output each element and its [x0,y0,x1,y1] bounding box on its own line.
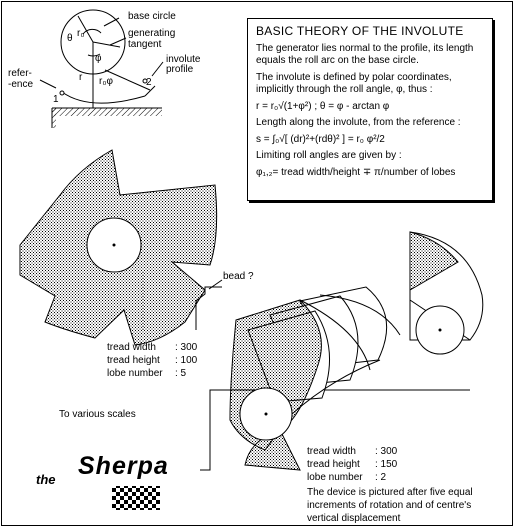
involute-curve [61,91,146,104]
phi-arc [87,53,101,57]
theta-arc [82,28,102,35]
theory-title: BASIC THEORY OF THE INVOLUTE [256,24,464,38]
wheel-centre [112,243,116,247]
spec-row: lobe number: 5 [107,368,187,379]
generating-tangent-line [92,41,121,48]
label-r0: r₀ [77,28,85,39]
label-reference-1: refer- [8,68,32,79]
label-r: r [79,72,83,83]
top-hub-centre [438,328,442,332]
leader-base-circle [103,17,120,27]
bead-leader [208,279,223,290]
connector-arc [291,359,381,415]
label-reference-2: -ence [8,79,34,90]
spec-note: The device is pictured after five equal … [307,487,473,524]
five-lobe-wheel [19,149,223,346]
lobe-arc-a [299,299,371,371]
spec-row: lobe number: 2 [307,472,387,483]
two-lobe-climb [200,231,484,471]
logo-checker [112,486,160,510]
theory-p4: Limiting roll angles are given by : [256,150,402,161]
stair-step [195,286,222,330]
top-lobe-shaded [409,231,459,291]
ground-hatch-side [52,108,56,128]
leader-profile [151,61,164,77]
label-bead: bead ? [223,271,254,282]
label-profile: profile [166,64,194,75]
scales-note: To various scales [59,409,136,420]
theory-p3: Length along the involute, from the refe… [256,117,461,128]
label-generating: generating [128,28,176,39]
tangent-line [104,69,151,91]
spec-large: tread width: 300 tread height: 150 lobe … [307,445,507,525]
label-theta: θ [67,33,73,44]
spec-row: tread height: 150 [307,459,398,470]
point-1-marker [59,90,65,96]
spec-row: tread height: 100 [107,355,198,366]
label-phi: φ [95,53,102,64]
label-point-2: 2 [146,77,152,88]
theory-p2: The involute is defined by polar coordin… [256,72,452,95]
leader-reference [39,79,57,89]
logo-the: the [36,472,56,487]
label-tangent: tangent [128,39,162,50]
theory-eq2: s = ∫₀√[ (dr)²+(rdθ)² ] = r₀ φ²/2 [256,134,385,145]
label-point-1: 1 [53,94,59,105]
spec-small: tread width: 300 tread height: 100 lobe … [107,341,197,380]
spec-row: tread width: 300 [307,446,398,457]
theory-box: BASIC THEORY OF THE INVOLUTE The generat… [247,18,493,201]
involute-end [144,85,156,97]
theory-eq3: φ₁,₂= tread width/height ∓ π/number of l… [256,167,456,178]
label-base-circle: base circle [128,11,176,22]
leader-tangent [109,37,127,46]
label-r0phi: r₀φ [99,76,113,87]
radius-r0 [77,15,94,43]
bottom-hub-centre [264,412,268,416]
spec-row: tread width: 300 [107,342,198,353]
theory-p1: The generator lies normal to the profile… [256,43,474,66]
lower-step [200,389,470,471]
logo-sherpa: Sherpa [78,452,169,480]
involute-sketch [39,9,164,128]
label-involute: involute [166,54,201,65]
point-2-marker [142,78,148,84]
theory-eq1: r = r₀√(1+φ²) ; θ = φ - arctan φ [256,101,390,112]
ground-hatch [52,108,162,116]
lobe-arc-b [319,294,401,336]
